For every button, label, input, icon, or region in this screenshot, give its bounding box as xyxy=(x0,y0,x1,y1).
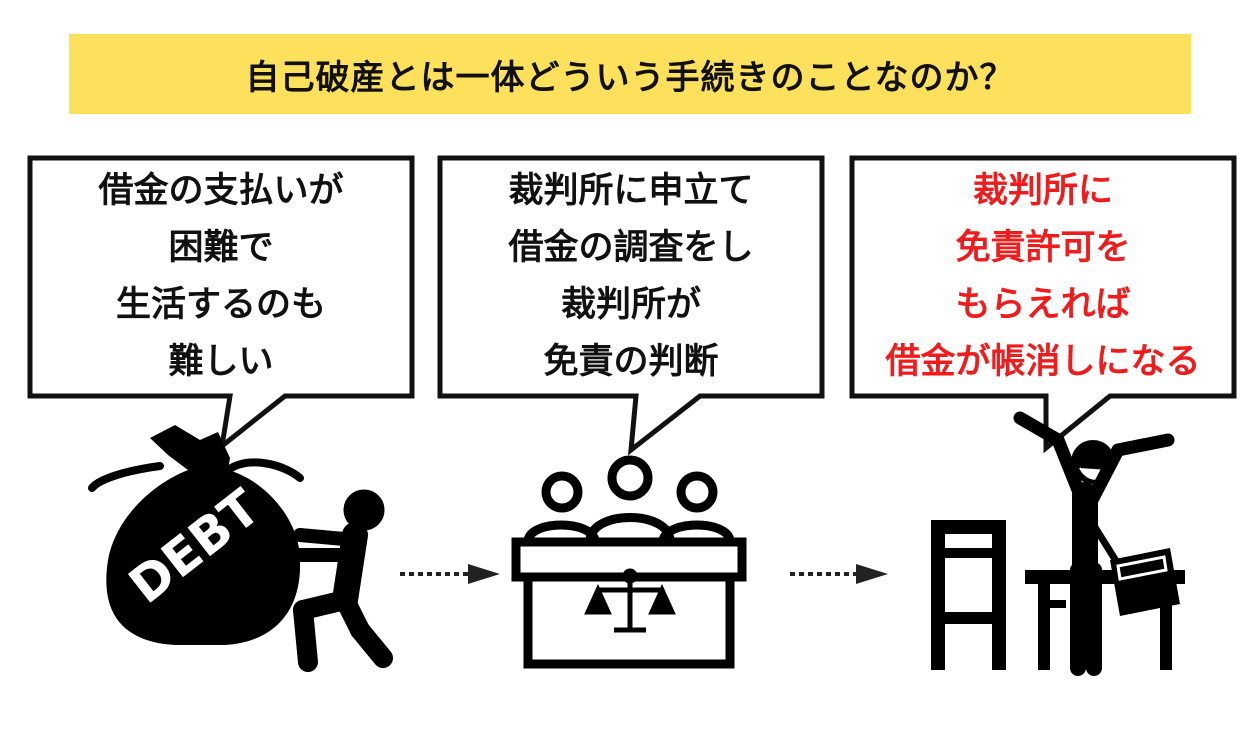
bubble-2-line-1: 裁判所に申立て xyxy=(508,171,754,211)
speech-bubble-3 xyxy=(849,155,1237,454)
title-banner: 自己破産とは一体どういう手続きのことなのか？ xyxy=(69,34,1191,114)
bubble-text-1: 借金の支払いが 困難で 生活するのも 難しい xyxy=(30,158,412,396)
bubble-1-line-1: 借金の支払いが xyxy=(98,171,344,211)
bubble-3-line-2: 免責許可を xyxy=(955,228,1131,268)
bubble-1-line-2: 困難で xyxy=(168,228,274,268)
bubble-text-2: 裁判所に申立て 借金の調査をし 裁判所が 免責の判断 xyxy=(440,158,822,396)
bubble-1-line-3: 生活するのも xyxy=(115,285,326,325)
bubble-3-line-1: 裁判所に xyxy=(972,171,1113,211)
speech-bubble-1 xyxy=(27,155,415,452)
bubble-text-3: 裁判所に 免責許可を もらえれば 借金が帳消しになる xyxy=(852,158,1234,396)
struggling-person-icon xyxy=(293,489,393,672)
speech-bubble-2 xyxy=(437,155,825,456)
bubble-2-line-2: 借金の調査をし xyxy=(508,228,754,268)
bubble-3-line-3: もらえれば xyxy=(955,285,1131,325)
bubble-2-line-4: 免責の判断 xyxy=(543,342,719,382)
chair-icon xyxy=(931,520,1006,670)
scales-of-justice-icon xyxy=(584,568,676,633)
court-judges-icon xyxy=(511,455,747,669)
page-title: 自己破産とは一体どういう手続きのことなのか？ xyxy=(245,57,1015,98)
bubble-1-line-4: 難しい xyxy=(168,342,274,382)
bubble-3-line-4: 借金が帳消しになる xyxy=(885,342,1201,382)
briefcase-icon xyxy=(1073,495,1180,616)
debt-bag-icon: DEBT xyxy=(88,425,304,645)
bubble-2-line-3: 裁判所が xyxy=(560,285,701,325)
arrow-right-icon xyxy=(790,564,888,584)
arrow-right-icon xyxy=(400,564,500,584)
